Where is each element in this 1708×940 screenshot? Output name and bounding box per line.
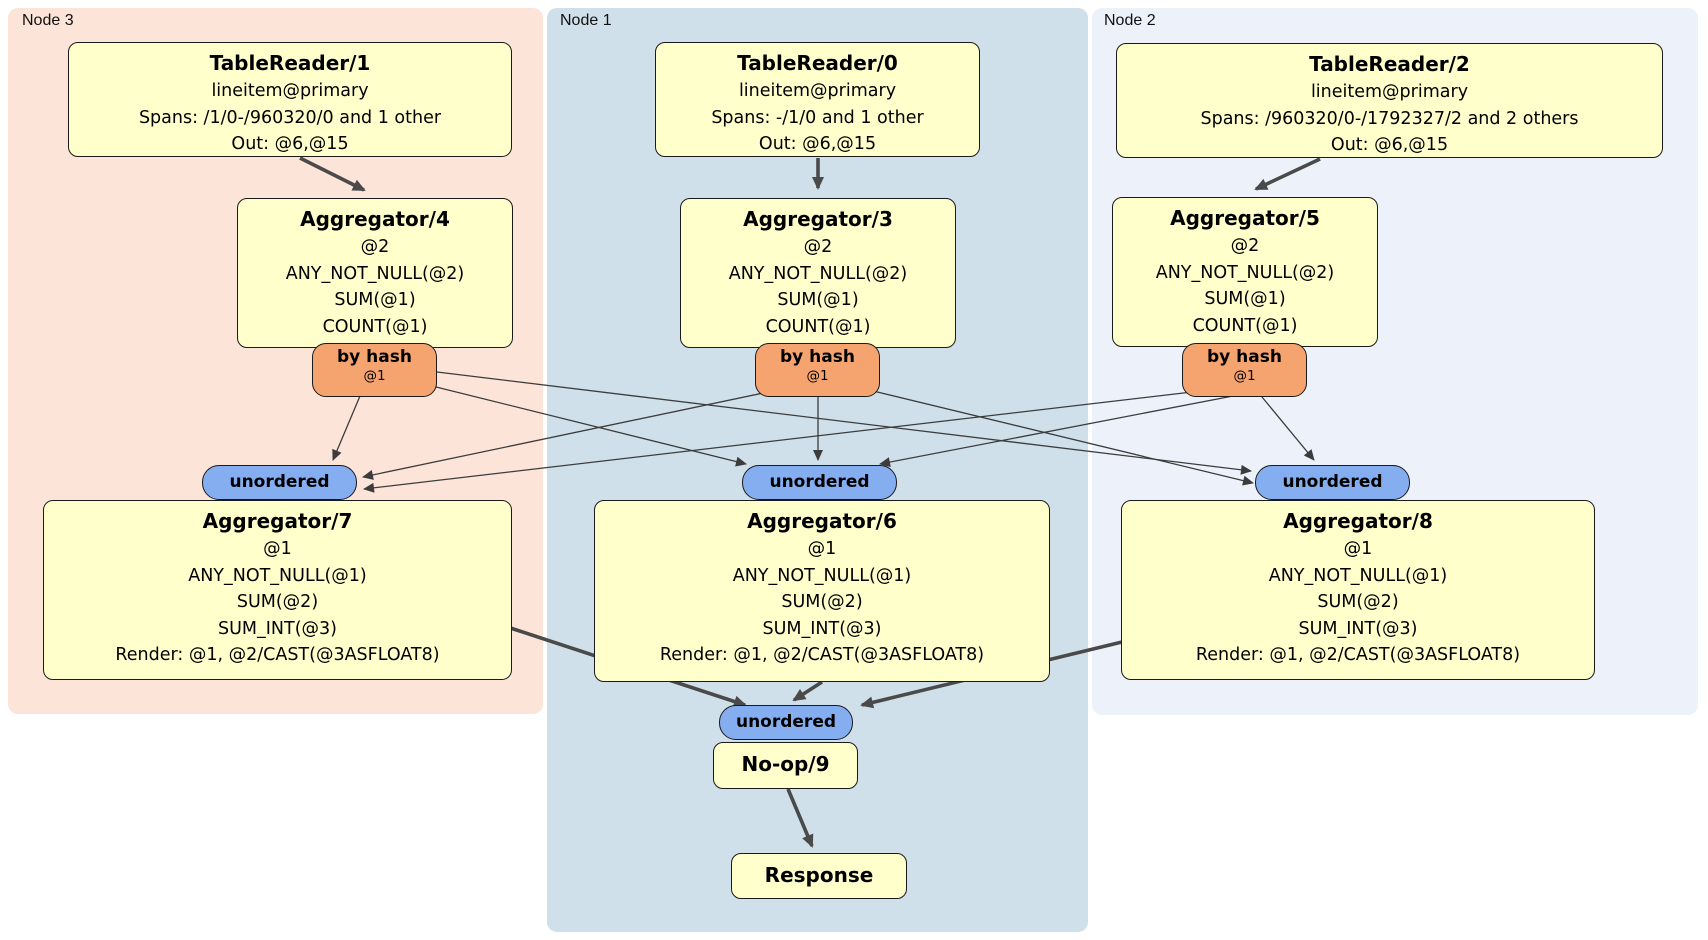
box-line: @2 bbox=[360, 237, 390, 257]
box-line: Render: @1, @2/CAST(@3ASFLOAT8) bbox=[115, 645, 440, 665]
unordered-sync-node3: unordered bbox=[202, 465, 357, 500]
aggregator-4-box: Aggregator/4 @2 ANY_NOT_NULL(@2) SUM(@1)… bbox=[237, 198, 513, 348]
box-line: lineitem@primary bbox=[1310, 82, 1469, 102]
box-line: ANY_NOT_NULL(@2) bbox=[285, 263, 465, 284]
box-line: Spans: /1/0-/960320/0 and 1 other bbox=[138, 107, 442, 128]
aggregator-7-box: Aggregator/7 @1 ANY_NOT_NULL(@1) SUM(@2)… bbox=[43, 500, 512, 680]
box-line: ANY_NOT_NULL(@2) bbox=[1155, 262, 1335, 283]
box-line: lineitem@primary bbox=[738, 81, 897, 101]
box-line: COUNT(@1) bbox=[322, 316, 428, 337]
box-title: Aggregator/3 bbox=[743, 207, 893, 231]
box-line: SUM_INT(@3) bbox=[762, 618, 882, 639]
box-title: TableReader/2 bbox=[1309, 52, 1470, 76]
tablereader-2-box: TableReader/2 lineitem@primary Spans: /9… bbox=[1116, 43, 1663, 158]
box-line: SUM(@2) bbox=[236, 592, 319, 612]
box-line: COUNT(@1) bbox=[765, 316, 871, 337]
aggregator-8-box: Aggregator/8 @1 ANY_NOT_NULL(@1) SUM(@2)… bbox=[1121, 500, 1595, 680]
hash-router-node1: by hash @1 bbox=[755, 343, 880, 397]
box-line: ANY_NOT_NULL(@2) bbox=[728, 263, 908, 284]
router-tag: @1 bbox=[806, 368, 829, 384]
unordered-sync-final: unordered bbox=[719, 705, 853, 740]
node2-label: Node 2 bbox=[1104, 12, 1156, 29]
box-title: Response bbox=[764, 863, 874, 887]
box-line: SUM(@1) bbox=[777, 290, 859, 310]
box-line: Spans: /960320/0-/1792327/2 and 2 others bbox=[1200, 108, 1579, 129]
aggregator-5-box: Aggregator/5 @2 ANY_NOT_NULL(@2) SUM(@1)… bbox=[1112, 197, 1378, 347]
response-box: Response bbox=[731, 853, 907, 899]
box-line: @2 bbox=[803, 237, 833, 257]
aggregator-6-box: Aggregator/6 @1 ANY_NOT_NULL(@1) SUM(@2)… bbox=[594, 500, 1050, 682]
router-label: by hash bbox=[1207, 347, 1282, 367]
box-title: Aggregator/6 bbox=[747, 509, 897, 533]
box-line: ANY_NOT_NULL(@1) bbox=[1268, 565, 1448, 586]
aggregator-3-box: Aggregator/3 @2 ANY_NOT_NULL(@2) SUM(@1)… bbox=[680, 198, 956, 348]
node3-label: Node 3 bbox=[22, 12, 74, 29]
router-label: by hash bbox=[337, 347, 412, 367]
box-line: SUM(@2) bbox=[781, 592, 863, 612]
box-line: COUNT(@1) bbox=[1192, 315, 1298, 336]
box-line: SUM_INT(@3) bbox=[218, 618, 337, 639]
box-line: SUM(@1) bbox=[1204, 289, 1286, 309]
box-line: @1 bbox=[263, 539, 292, 559]
box-line: SUM_INT(@3) bbox=[1298, 618, 1418, 639]
unordered-sync-node2: unordered bbox=[1255, 465, 1410, 500]
box-title: Aggregator/5 bbox=[1170, 206, 1320, 230]
box-line: @1 bbox=[807, 539, 837, 559]
hash-router-node3: by hash @1 bbox=[312, 343, 437, 397]
router-sync-edges bbox=[332, 371, 1315, 493]
router-tag: @1 bbox=[363, 368, 386, 384]
box-line: ANY_NOT_NULL(@1) bbox=[732, 565, 912, 586]
box-line: Render: @1, @2/CAST(@3ASFLOAT8) bbox=[1195, 645, 1521, 665]
tablereader-0-box: TableReader/0 lineitem@primary Spans: -/… bbox=[655, 42, 980, 157]
router-label: by hash bbox=[780, 347, 855, 367]
hash-router-node2: by hash @1 bbox=[1182, 343, 1307, 397]
box-line: @2 bbox=[1230, 236, 1260, 256]
noop-box: No-op/9 bbox=[713, 742, 858, 789]
box-line: SUM(@2) bbox=[1317, 592, 1399, 612]
box-line: Spans: -/1/0 and 1 other bbox=[711, 107, 924, 128]
box-line: Render: @1, @2/CAST(@3ASFLOAT8) bbox=[659, 645, 985, 665]
tablereader-1-box: TableReader/1 lineitem@primary Spans: /1… bbox=[68, 42, 512, 157]
box-line: Out: @6,@15 bbox=[758, 134, 877, 154]
box-line: @1 bbox=[1343, 539, 1373, 559]
box-title: Aggregator/4 bbox=[300, 207, 450, 231]
box-line: ANY_NOT_NULL(@1) bbox=[188, 565, 367, 586]
box-title: No-op/9 bbox=[741, 752, 830, 776]
box-line: Out: @6,@15 bbox=[1330, 135, 1449, 155]
box-title: Aggregator/7 bbox=[202, 509, 353, 533]
box-title: TableReader/0 bbox=[737, 51, 898, 75]
box-title: TableReader/1 bbox=[209, 51, 371, 75]
unordered-sync-node1: unordered bbox=[742, 465, 897, 500]
router-tag: @1 bbox=[1233, 368, 1256, 384]
box-line: SUM(@1) bbox=[334, 290, 416, 310]
box-title: Aggregator/8 bbox=[1283, 509, 1433, 533]
box-line: lineitem@primary bbox=[211, 81, 369, 101]
box-line: Out: @6,@15 bbox=[231, 134, 349, 154]
node1-label: Node 1 bbox=[560, 12, 612, 29]
